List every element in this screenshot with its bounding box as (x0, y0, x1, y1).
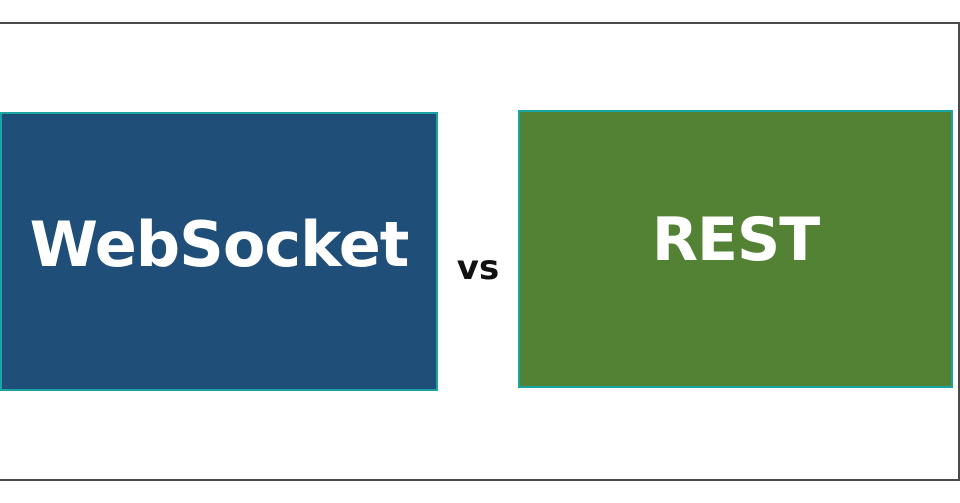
rest-label: REST (651, 205, 820, 275)
websocket-label: WebSocket (29, 208, 410, 281)
top-border-line (0, 22, 960, 24)
vs-label: vs (456, 248, 500, 288)
bottom-border-line (0, 479, 960, 481)
websocket-box: WebSocket (0, 112, 438, 391)
right-border-line (958, 22, 960, 481)
rest-box: REST (518, 110, 953, 388)
